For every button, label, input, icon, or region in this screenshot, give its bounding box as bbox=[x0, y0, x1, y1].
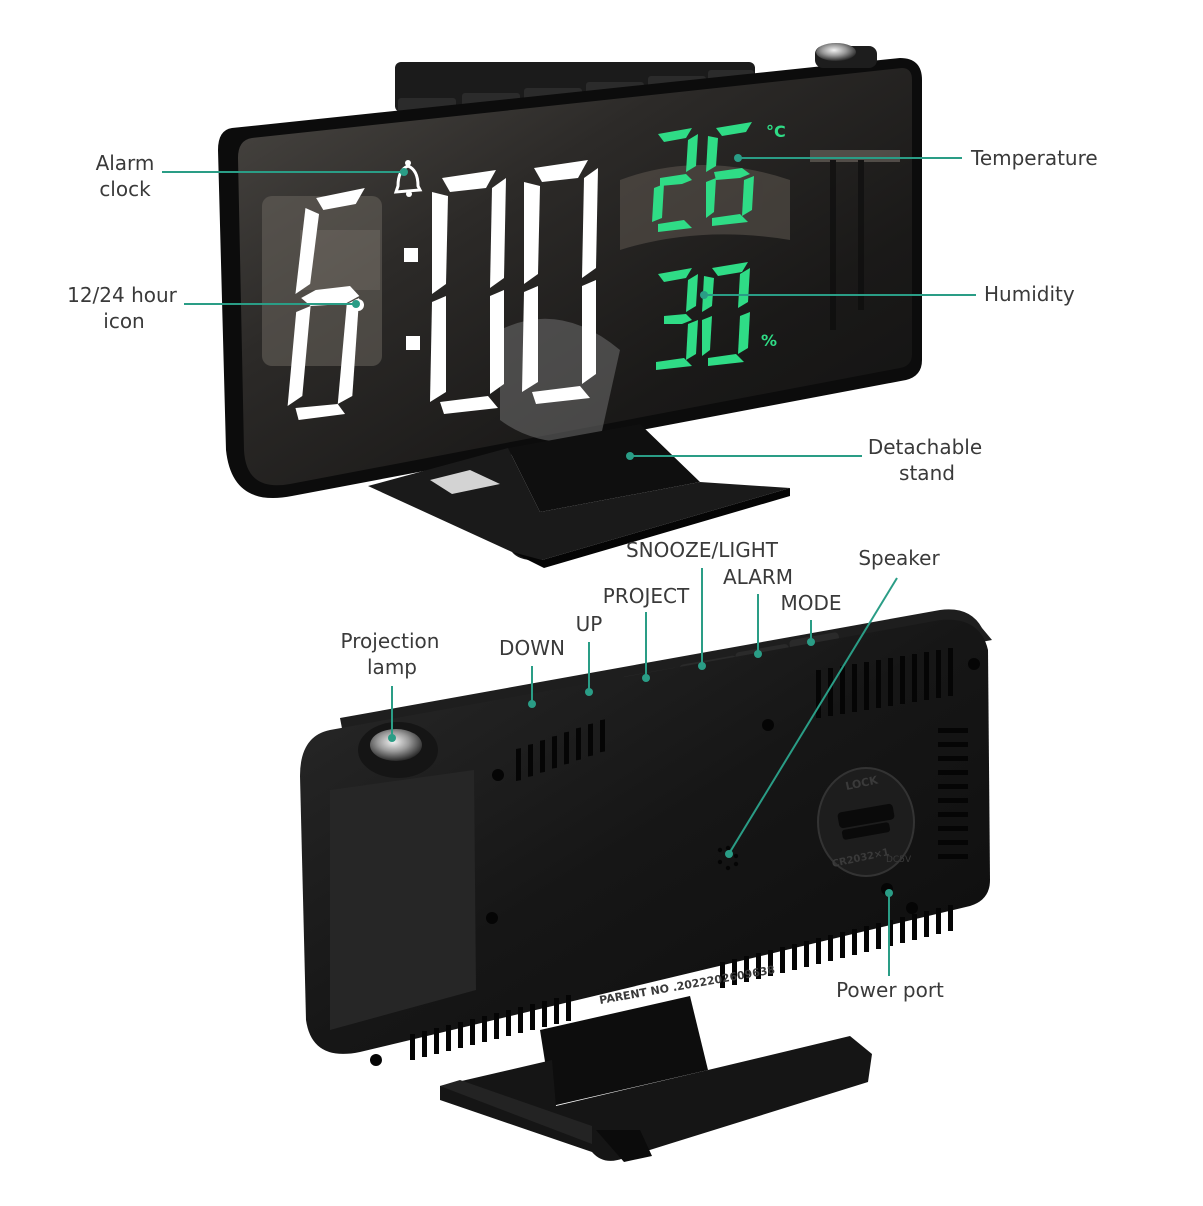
back-left-panel bbox=[330, 770, 476, 1030]
label-alarm: ALARM bbox=[723, 565, 793, 658]
label-snooze-light-text: SNOOZE/LIGHT bbox=[626, 538, 779, 562]
label-alarm-clock: Alarm clock bbox=[96, 151, 408, 201]
label-stand-line1: Detachable bbox=[868, 435, 982, 459]
label-stand-line2: stand bbox=[899, 461, 955, 485]
label-project: PROJECT bbox=[603, 584, 690, 682]
speaker-holes bbox=[717, 845, 739, 871]
label-up-text: UP bbox=[576, 612, 603, 636]
label-alarm-clock-line2: clock bbox=[99, 177, 151, 201]
front-clock: °C % bbox=[218, 43, 922, 568]
label-projection-lamp-line1: Projection bbox=[341, 629, 440, 653]
front-projector bbox=[815, 43, 877, 68]
humidity-display: % bbox=[656, 262, 777, 370]
label-speaker: Speaker bbox=[725, 546, 940, 858]
dc-text: DC5V bbox=[886, 855, 912, 865]
humidity-unit: % bbox=[761, 331, 777, 350]
label-hour-icon-line1: 12/24 hour bbox=[67, 283, 178, 307]
digit-hour bbox=[287, 188, 365, 420]
label-power-port-text: Power port bbox=[836, 978, 944, 1002]
label-down: DOWN bbox=[499, 636, 565, 708]
label-projection-lamp: Projection lamp bbox=[341, 629, 440, 742]
label-alarm-clock-line1: Alarm bbox=[96, 151, 155, 175]
label-speaker-text: Speaker bbox=[858, 546, 940, 570]
projection-lamp-icon bbox=[358, 722, 438, 778]
vents-right bbox=[938, 728, 968, 859]
label-mode: MODE bbox=[780, 591, 842, 646]
label-hour-icon-line2: icon bbox=[103, 309, 144, 333]
time-digits bbox=[287, 160, 598, 420]
label-hour-icon: 12/24 hour icon bbox=[67, 283, 360, 333]
digit-minute-1 bbox=[430, 170, 506, 414]
label-mode-text: MODE bbox=[780, 591, 841, 615]
label-humidity: Humidity bbox=[700, 282, 1075, 306]
label-temperature-text: Temperature bbox=[970, 146, 1098, 170]
label-down-text: DOWN bbox=[499, 636, 565, 660]
colon-top bbox=[404, 248, 418, 262]
vents-top-right bbox=[816, 648, 953, 718]
label-stand: Detachable stand bbox=[626, 435, 982, 485]
battery-cover: LOCK CR2032×1 bbox=[817, 767, 915, 877]
vents-bottom bbox=[410, 905, 953, 1060]
temperature-display: °C bbox=[652, 122, 786, 232]
vents-top bbox=[516, 719, 605, 782]
label-up: UP bbox=[576, 612, 603, 696]
label-power-port: Power port bbox=[836, 889, 944, 1002]
label-project-text: PROJECT bbox=[603, 584, 690, 608]
label-humidity-text: Humidity bbox=[984, 282, 1075, 306]
temperature-unit: °C bbox=[766, 122, 786, 141]
alarm-bell-icon bbox=[393, 160, 423, 197]
front-stand bbox=[368, 424, 790, 568]
label-snooze-light: SNOOZE/LIGHT bbox=[626, 538, 779, 670]
colon-bottom bbox=[406, 336, 420, 350]
label-temperature: Temperature bbox=[734, 146, 1098, 170]
digit-minute-2 bbox=[522, 160, 598, 404]
back-stand bbox=[440, 996, 872, 1162]
back-clock: LOCK CR2032×1 DC5V PARENT NO .2022202609… bbox=[300, 609, 992, 1162]
label-projection-lamp-line2: lamp bbox=[367, 655, 417, 679]
screws bbox=[370, 658, 980, 1066]
label-alarm-text: ALARM bbox=[723, 565, 793, 589]
